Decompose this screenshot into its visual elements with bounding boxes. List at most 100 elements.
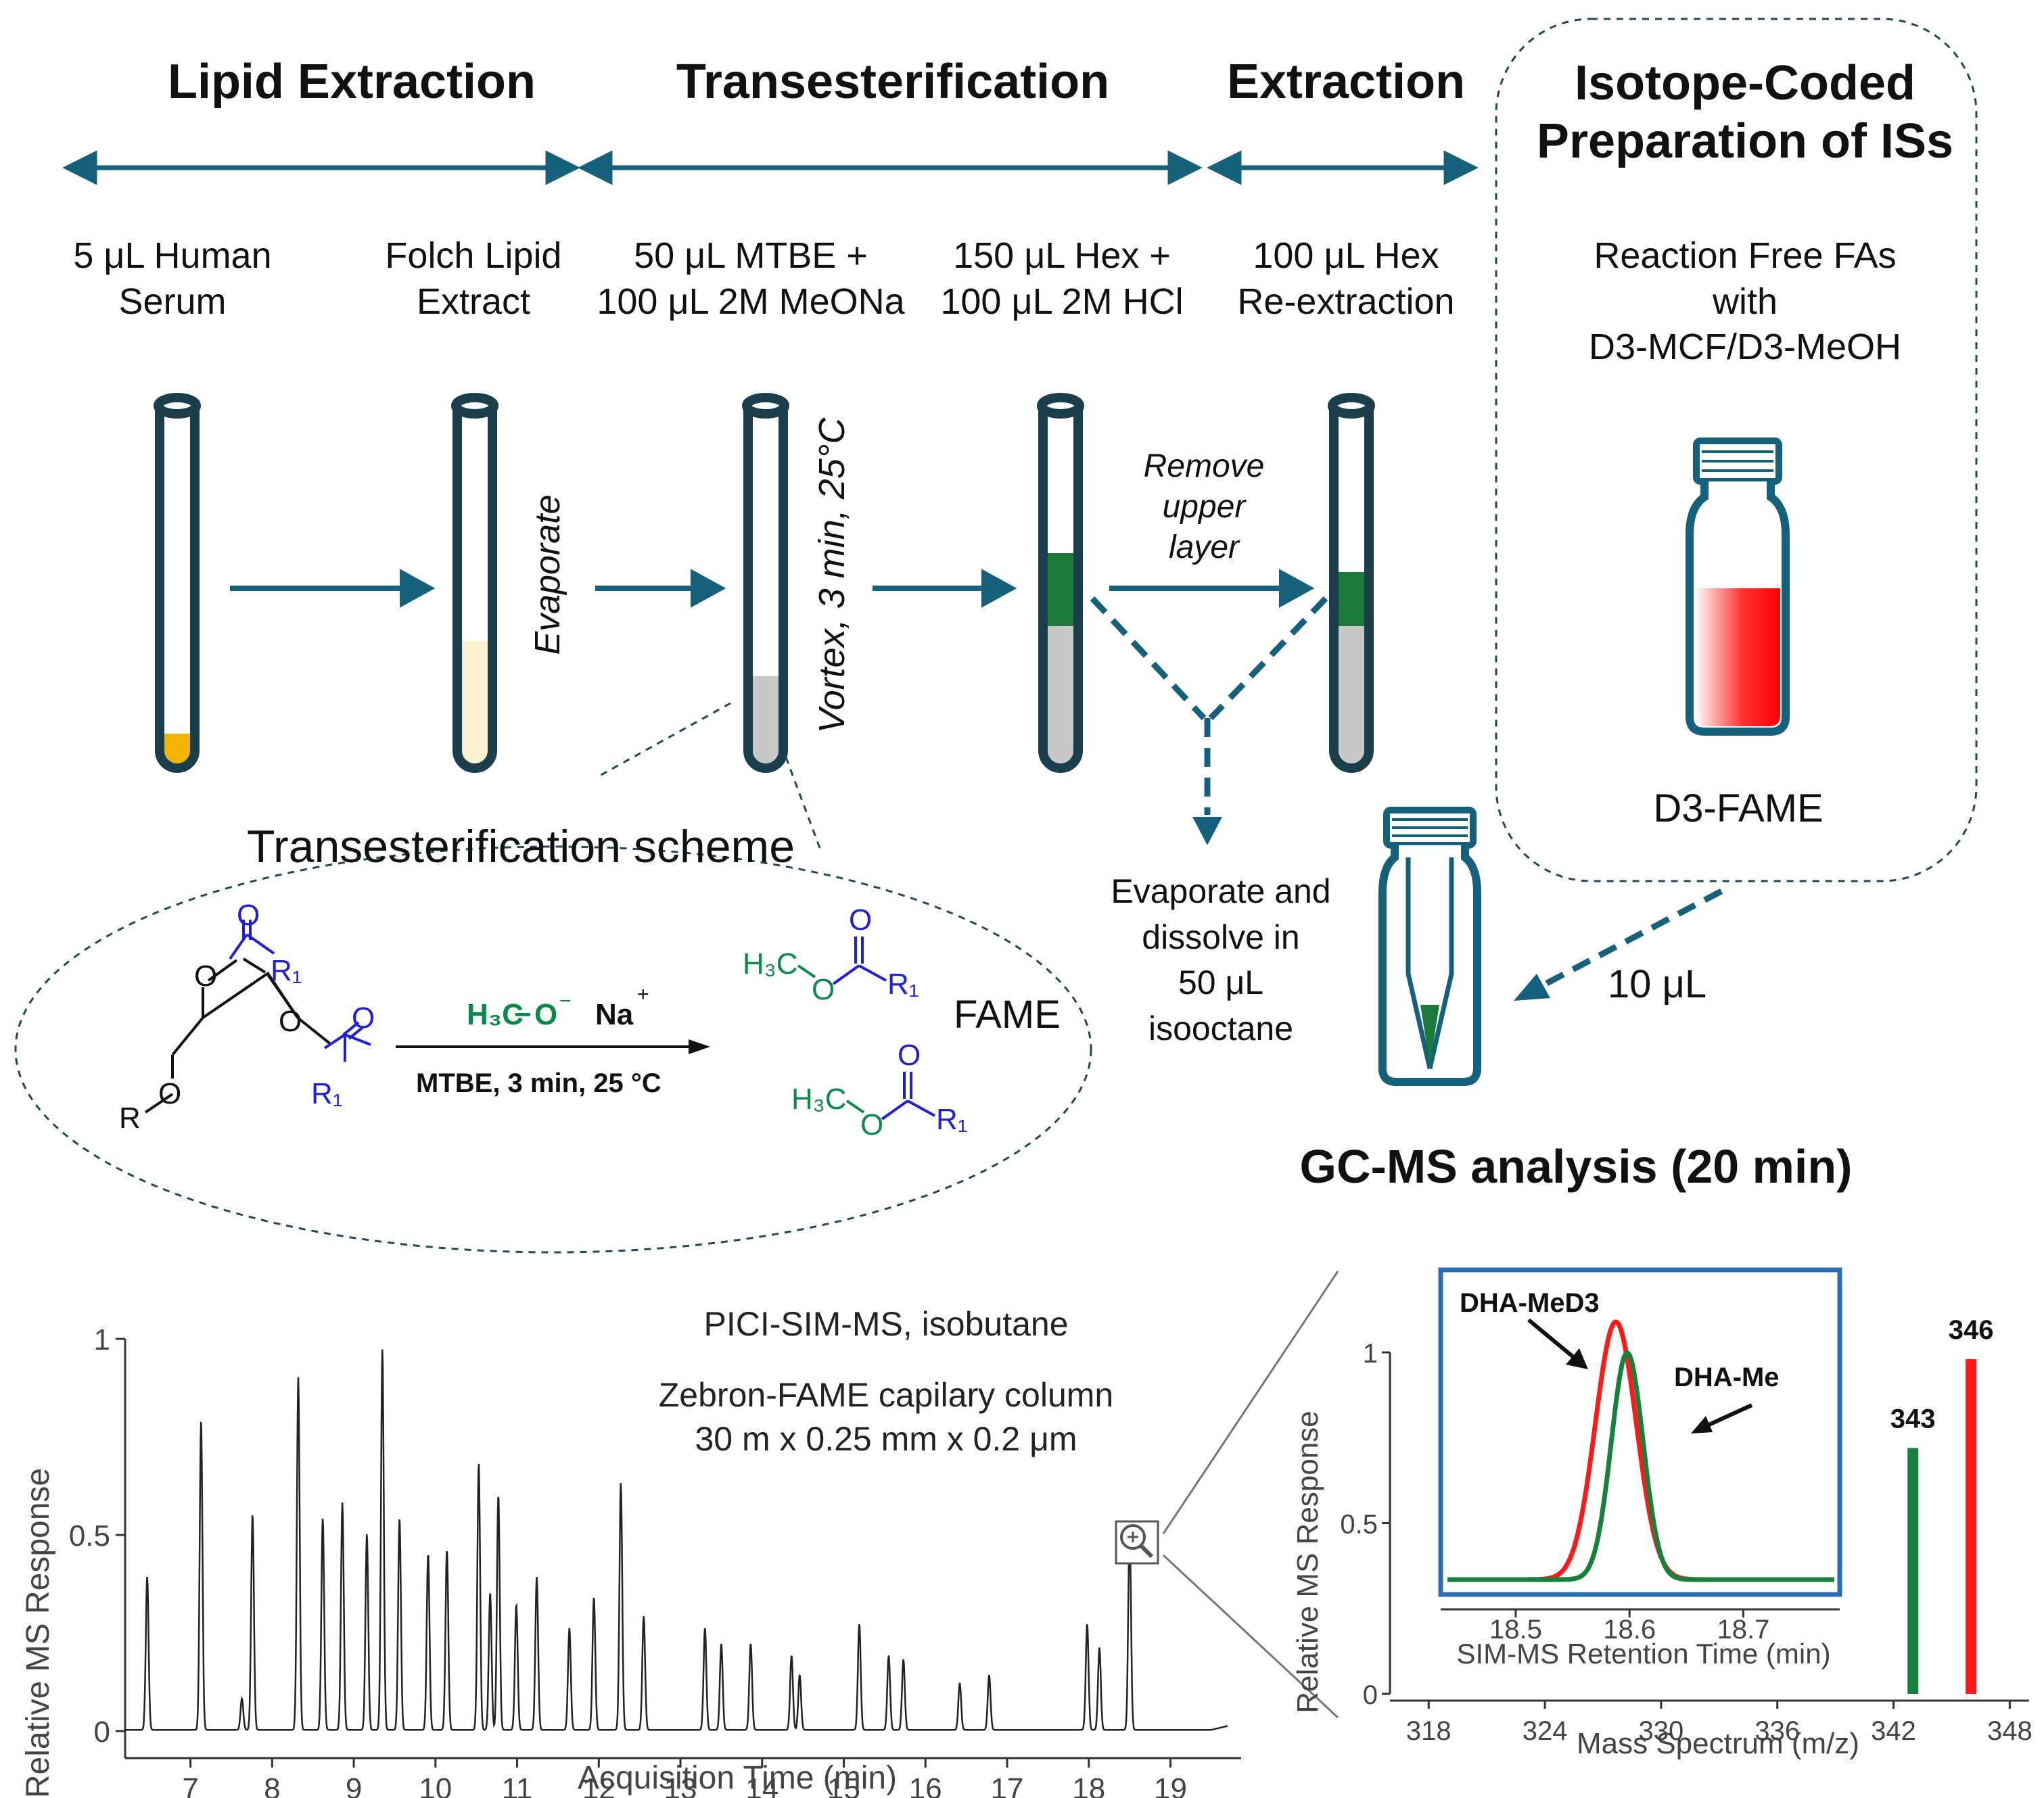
header-span-transesterification	[578, 150, 1203, 185]
vortex-label: Vortex, 3 min, 25°C	[812, 417, 852, 734]
tg-o4: O	[352, 1001, 375, 1035]
svg-text:Na: Na	[595, 998, 634, 1031]
evaporate-dissolve-label: Evaporate and dissolve in 50 μL isooctan…	[1111, 872, 1331, 1047]
header-isotope-coded: Isotope-Coded Preparation of ISs	[1536, 56, 1954, 169]
ms-bar-343	[1907, 1448, 1919, 1694]
ms-x-tick-label: 348	[1987, 1716, 2033, 1746]
svg-text:R₁: R₁	[936, 1103, 968, 1136]
reagent-text: H₃C − O − Na + MTBE, 3 min, 25 °C	[416, 983, 661, 1098]
svg-text:+: +	[637, 983, 649, 1006]
chrom-x-tick-label: 19	[1154, 1772, 1187, 1798]
tube-reextraction	[1328, 393, 1375, 773]
step-serum: 5 μL Human Serum	[73, 235, 272, 322]
scheme-ellipse	[14, 845, 1092, 1254]
evaporate-label: Evaporate	[528, 494, 567, 655]
fame-product-2: H₃C O O R₁	[791, 1039, 968, 1141]
step-reextraction: 100 μL Hex Re-extraction	[1237, 235, 1455, 322]
chrom-x-tick-label: 10	[419, 1772, 452, 1798]
triglyceride-atoms: O O R₁ O O R₁ O R	[119, 899, 375, 1135]
ms-bars: 343 346	[1890, 1315, 1994, 1694]
chrom-x-tick-label: 13	[664, 1772, 697, 1798]
tube-hex-hcl	[1037, 393, 1084, 773]
svg-text:R₁: R₁	[887, 968, 919, 1001]
svg-text:O: O	[812, 973, 835, 1006]
dashed-merge-lines	[1090, 596, 1328, 815]
svg-text:H₃C: H₃C	[743, 947, 797, 980]
ms-xlabel: Mass Spectrum (m/z)	[1577, 1727, 1859, 1760]
gcms-title: GC-MS analysis (20 min)	[1299, 1140, 1853, 1193]
chrom-x-tick-label: 9	[346, 1772, 362, 1798]
header-lipid-extraction: Lipid Extraction	[167, 55, 536, 109]
step-mtbe: 50 μL MTBE + 100 μL 2M MeONa	[597, 235, 905, 322]
step-reaction-free-fas: Reaction Free FAs with D3-MCF/D3-MeOH	[1588, 235, 1901, 367]
ms-bar-346	[1966, 1359, 1977, 1694]
chrom-ylabel: Relative MS Response	[20, 1468, 56, 1798]
ms-bar-label-346: 346	[1949, 1315, 1994, 1345]
chrom-y-tick-label: 0	[94, 1716, 110, 1749]
chrom-trace	[125, 1349, 1228, 1731]
inset-label-dha-me: DHA-Me	[1674, 1363, 1780, 1392]
tube-mtbe	[742, 393, 789, 773]
svg-text:−: −	[559, 990, 572, 1012]
ms-x-tick-label: 330	[1639, 1716, 1684, 1746]
tg-r1a: R₁	[271, 954, 302, 987]
chrom-annotation-3: 30 m x 0.25 mm x 0.2 μm	[695, 1420, 1077, 1458]
tg-o1: O	[194, 960, 217, 993]
triglyceride-blue-bonds	[229, 920, 371, 1062]
dashed-arrow-head	[1192, 817, 1222, 845]
header-transesterification: Transesterification	[676, 55, 1110, 109]
d3-fame-vial	[1686, 437, 1790, 736]
ms-bar-label-343: 343	[1890, 1404, 1936, 1434]
chrom-x-tick-label: 17	[991, 1772, 1024, 1798]
fame-product-1: H₃C O O R₁	[743, 903, 919, 1006]
ms-x-tick-label: 318	[1406, 1716, 1451, 1746]
step-hex-hcl: 150 μL Hex + 100 μL 2M HCl	[940, 235, 1184, 322]
ms-ylabel: Relative MS Response	[1291, 1411, 1324, 1713]
chrom-y-tick-label: 0.5	[69, 1519, 110, 1553]
process-arrows	[230, 569, 1315, 608]
scheme-title: Transesterification scheme	[247, 821, 795, 872]
chrom-x-tick-label: 11	[502, 1772, 533, 1798]
tg-r1b: R₁	[311, 1077, 343, 1110]
header-span-lipid-extraction	[62, 150, 580, 185]
chrom-x-tick-label: 16	[909, 1772, 942, 1798]
d3-fame-label: D3-FAME	[1653, 786, 1824, 830]
ms-y-tick-label: 1	[1363, 1339, 1378, 1369]
step-folch: Folch Lipid Extract	[385, 235, 562, 322]
gc-vial	[1378, 807, 1481, 1086]
chrom-x-tick-label: 18	[1072, 1772, 1105, 1798]
chrom-x-tick-label: 12	[582, 1772, 615, 1798]
remove-upper-layer-label: Remove upper layer	[1143, 448, 1265, 565]
svg-text:H₃C: H₃C	[467, 998, 524, 1031]
zoom-icon	[1115, 1520, 1159, 1565]
chrom-y-tick-label: 1	[94, 1323, 110, 1356]
chrom-x-tick-label: 8	[264, 1772, 280, 1798]
svg-text:O: O	[534, 998, 557, 1031]
header-extraction: Extraction	[1226, 55, 1466, 109]
tg-o5: O	[158, 1077, 181, 1110]
svg-text:−: −	[514, 998, 532, 1031]
svg-text:O: O	[849, 903, 872, 937]
ms-y-tick-label: 0	[1363, 1680, 1378, 1710]
svg-text:H₃C: H₃C	[791, 1083, 846, 1116]
ms-x-tick-label: 342	[1871, 1716, 1916, 1746]
chromatogram-chart: Relative MS Response Acquisition Time (m…	[20, 1305, 1241, 1798]
isotope-panel	[1495, 18, 1978, 882]
inset-x-tick-label: 18.7	[1717, 1615, 1769, 1645]
ms-x-tick-label: 336	[1755, 1716, 1800, 1746]
ms-x-tick-label: 324	[1523, 1716, 1568, 1746]
inset-x-tick-label: 18.6	[1603, 1615, 1656, 1645]
tube-folch-extract	[451, 393, 498, 773]
svg-text:O: O	[898, 1039, 921, 1072]
header-span-extraction	[1207, 150, 1479, 185]
svg-text:MTBE, 3 min, 25 °C: MTBE, 3 min, 25 °C	[416, 1068, 661, 1098]
svg-text:O: O	[860, 1108, 883, 1141]
ten-ul-label: 10 μL	[1607, 962, 1707, 1006]
chrom-x-tick-label: 14	[745, 1772, 779, 1798]
inset-x-tick-label: 18.5	[1489, 1615, 1542, 1645]
inset-xlabel: SIM-MS Retention Time (min)	[1456, 1638, 1830, 1670]
tube-serum	[154, 393, 201, 773]
